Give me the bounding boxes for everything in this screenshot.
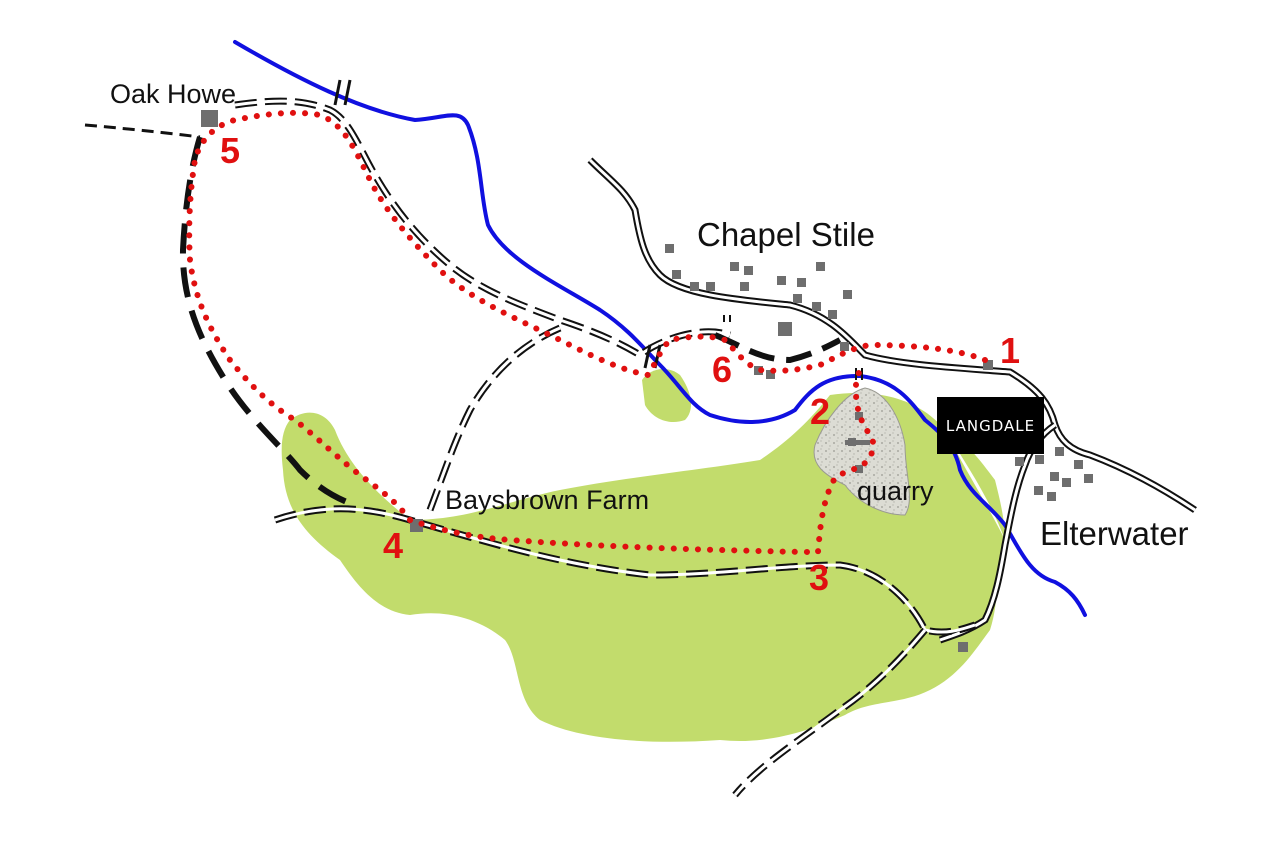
label-quarry: quarry <box>857 476 934 506</box>
river <box>233 40 1087 617</box>
bridge-north <box>333 79 352 106</box>
woodland-patch <box>642 368 692 423</box>
footpath-chapel <box>713 332 842 364</box>
label-baysbrown-farm: Baysbrown Farm <box>445 485 649 515</box>
label-elterwater: Elterwater <box>1040 515 1189 552</box>
quarry-area <box>813 387 910 516</box>
track-north <box>234 97 732 360</box>
woodland-right-strip <box>945 430 1005 540</box>
bridge-quarry <box>855 368 863 380</box>
waypoint-1: 1 <box>1000 330 1020 371</box>
waypoint-3: 3 <box>809 557 829 598</box>
walking-route <box>186 109 988 523</box>
waypoint-6: 6 <box>712 349 732 390</box>
track-diagonal <box>426 324 562 512</box>
logo-text: LANGDALE <box>946 417 1035 435</box>
track-south <box>273 505 977 798</box>
footpath-bold <box>179 136 356 508</box>
langdale-logo: LANGDALE <box>937 397 1044 454</box>
walking-route-south <box>407 367 877 556</box>
waypoint-4: 4 <box>383 525 403 566</box>
label-chapel-stile: Chapel Stile <box>697 216 875 253</box>
woodland-area <box>281 393 1005 742</box>
waypoint-2: 2 <box>810 391 830 432</box>
footpath-west <box>84 123 201 139</box>
label-oak-howe: Oak Howe <box>110 79 236 109</box>
waypoint-5: 5 <box>220 130 240 171</box>
quarry-feature-bar <box>845 440 870 445</box>
building-oak-howe <box>201 110 218 127</box>
bridge-small <box>723 315 731 322</box>
